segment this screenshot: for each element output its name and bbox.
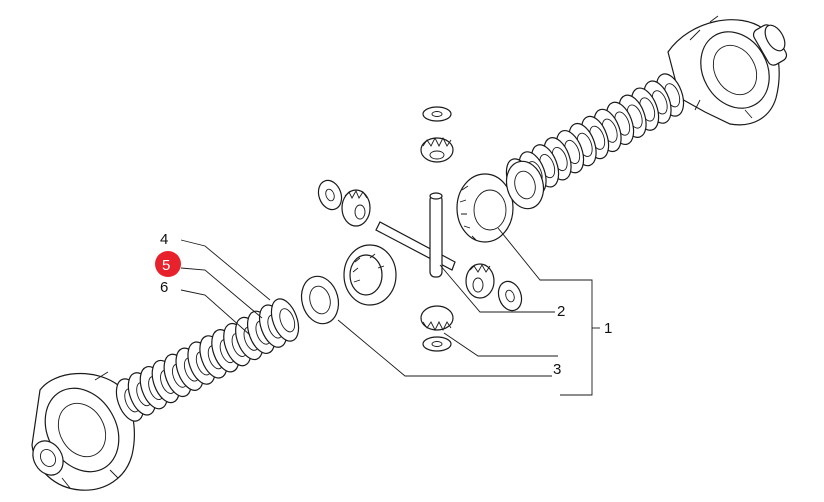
planet-pinion-right [465,263,495,299]
thrust-washer-left-side [300,275,340,325]
right-differential-housing [667,15,788,126]
svg-text:4: 4 [160,231,168,248]
thrust-washer-right-side [505,160,545,210]
svg-text:3: 3 [553,361,561,378]
svg-text:2: 2 [557,303,565,320]
callout-4: 4 [160,231,168,248]
svg-text:1: 1 [604,320,612,337]
planet-pinion-top [420,136,454,163]
left-clutch-disc-stack [115,298,300,422]
left-differential-housing [31,371,135,491]
left-clutch-plate-bore [279,308,296,333]
thrust-washer-bottom [422,336,452,352]
svg-text:5: 5 [162,257,170,274]
callout-1: 1 [604,320,612,337]
leader-lines [180,227,600,396]
thrust-washer-left [317,179,343,211]
planet-pinion-left [341,189,371,227]
svg-text:6: 6 [160,279,168,296]
side-gear-left [343,244,397,306]
thrust-washer-top [422,106,452,122]
callout-2: 2 [557,303,565,320]
planet-pinion-bottom [420,305,454,332]
callout-highlight-circle [155,251,181,277]
callout-3: 3 [553,361,561,378]
thrust-washer-right [497,280,523,312]
cross-shaft [375,192,456,278]
callout-6: 6 [160,279,168,296]
callout-5: 5 [155,251,181,277]
side-gear-right [456,173,514,243]
left-clutch-plate [270,298,300,342]
